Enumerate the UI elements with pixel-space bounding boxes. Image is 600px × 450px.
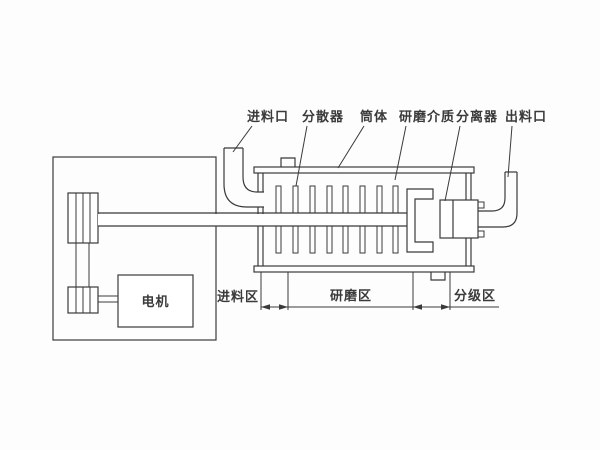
- leader-feed-inlet: [232, 125, 253, 153]
- motor-shaft: [98, 295, 118, 303]
- leader-lines: [232, 125, 513, 202]
- label-feed-inlet: 进料口: [247, 109, 290, 124]
- leader-disperser: [295, 125, 308, 187]
- disperser-discs: [275, 185, 399, 254]
- label-grinding-media: 研磨介质: [399, 109, 456, 124]
- leader-barrel: [337, 125, 365, 169]
- separator-cage: [406, 188, 434, 253]
- label-disperser: 分散器: [302, 109, 345, 124]
- leader-separator: [444, 125, 461, 202]
- label-discharge-outlet: 出料口: [505, 109, 548, 124]
- mill-chamber: [253, 166, 475, 273]
- label-classifying-zone: 分级区: [454, 288, 497, 303]
- leader-discharge-outlet: [507, 125, 513, 178]
- label-feed-zone: 进料区: [217, 289, 260, 304]
- motor-box: [117, 274, 194, 328]
- label-separator: 分离器: [456, 109, 499, 124]
- drive-pulley-lower: [67, 286, 99, 314]
- zone-dimension-lines: [260, 272, 499, 310]
- label-barrel: 筒体: [360, 109, 389, 124]
- label-grinding-zone: 研磨区: [330, 288, 373, 303]
- drive-pulley-upper: [67, 192, 99, 244]
- main-shaft: [98, 212, 407, 227]
- chamber-foot: [430, 272, 446, 281]
- separator-block: [439, 199, 485, 239]
- drive-belt: [75, 243, 90, 287]
- motor-housing-box: [52, 156, 217, 341]
- outlet-pipe: [478, 171, 518, 228]
- inlet-pipe: [223, 147, 264, 208]
- leader-grinding-media: [394, 125, 407, 181]
- label-motor: 电机: [141, 294, 170, 309]
- filler-port: [280, 157, 296, 167]
